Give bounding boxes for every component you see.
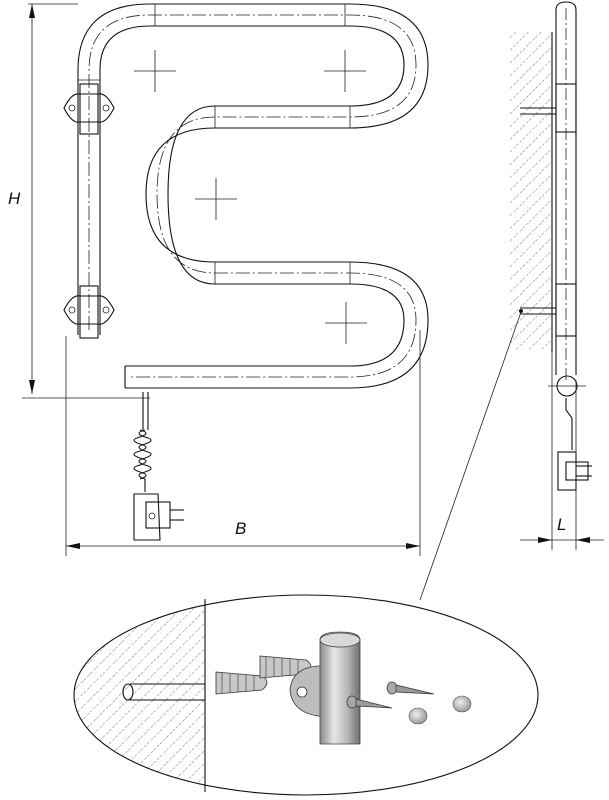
tube-segment	[319, 631, 361, 745]
detail-leader-line	[419, 311, 522, 601]
power-plug-icon	[133, 493, 184, 541]
wall-section	[74, 595, 205, 795]
power-plug-icon	[557, 451, 592, 491]
center-cross-icon	[134, 50, 176, 92]
wall-mount-bracket-icon	[63, 285, 115, 339]
dowel-icon	[215, 671, 268, 695]
mounting-detail	[73, 594, 539, 796]
side-view: L	[510, 1, 604, 550]
cap-icon	[452, 695, 472, 713]
serpentine-tube	[77, 3, 429, 389]
height-label: H	[8, 189, 21, 208]
center-cross-icon	[325, 302, 367, 344]
width-label: B	[235, 519, 246, 538]
dimension-depth: L	[520, 352, 604, 550]
dimension-width: B	[65, 330, 421, 556]
power-cable	[133, 392, 152, 492]
dimension-height: H	[8, 3, 150, 399]
depth-label: L	[557, 515, 566, 534]
wall-section	[510, 32, 552, 350]
screw-icon	[346, 695, 393, 709]
screw-icon	[386, 681, 435, 695]
center-cross-icon	[324, 50, 366, 92]
cap-icon	[408, 707, 428, 725]
wall-mount-bracket-icon	[63, 83, 115, 135]
front-view: H B	[8, 3, 429, 556]
center-cross-icon	[195, 178, 237, 220]
